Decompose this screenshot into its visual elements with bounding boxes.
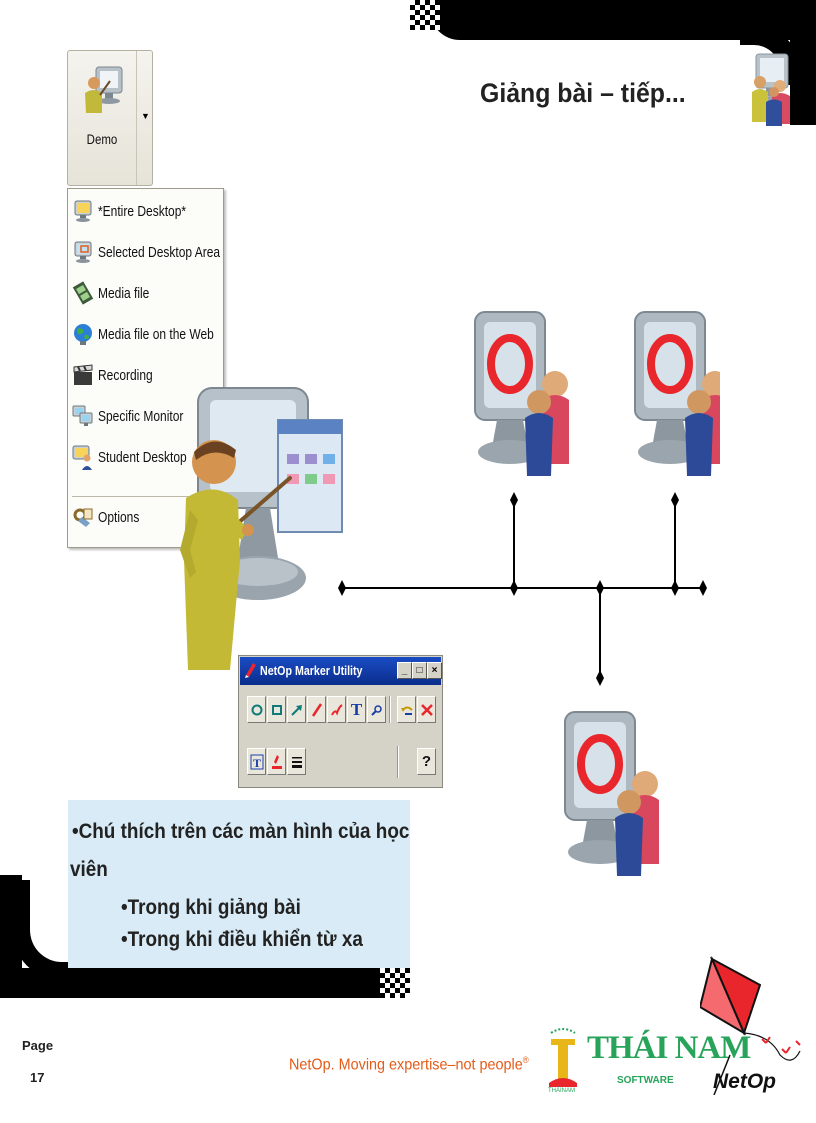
netop-kite-logo	[700, 955, 801, 1095]
undo-tool-button[interactable]	[397, 696, 416, 723]
thainam-company-sub: SOFTWARE	[617, 1075, 674, 1086]
menu-item-label: Options	[98, 508, 140, 526]
marker-utility-title: NetOp Marker Utility	[260, 663, 363, 678]
arrow-tool-button[interactable]	[287, 696, 306, 723]
top-checker-decor	[410, 0, 440, 30]
text-style-button[interactable]: T	[247, 748, 266, 775]
help-button[interactable]: ?	[417, 748, 436, 775]
menu-item-label: Student Desktop	[98, 448, 187, 466]
minimize-button[interactable]: _	[397, 662, 412, 679]
thainam-mini-label: THÁINAM	[548, 1088, 575, 1094]
monitors-icon	[70, 402, 96, 430]
menu-item-label: *Entire Desktop*	[98, 202, 187, 220]
close-button[interactable]: ×	[427, 662, 442, 679]
classroom-network-diagram	[338, 300, 720, 900]
undo-icon	[400, 706, 413, 715]
demo-button-split	[136, 51, 137, 185]
caption-bullet-2: •Trong khi điều khiển từ xa	[121, 928, 363, 951]
slide-title: Giảng bài – tiếp...	[480, 78, 686, 108]
menu-item-label: Specific Monitor	[98, 407, 184, 425]
netop-brand-logo: NetOp	[713, 1070, 776, 1093]
caption-bullet-1: •Trong khi giảng bài	[121, 896, 301, 919]
toolbar-separator	[397, 746, 399, 778]
line-tool-button[interactable]	[307, 696, 326, 723]
film-icon	[70, 279, 96, 307]
line-width-button[interactable]	[287, 748, 306, 775]
toolbar-separator	[389, 696, 391, 723]
menu-item-label: Recording	[98, 366, 153, 384]
clapperboard-icon	[70, 361, 96, 389]
demo-presenter-icon	[85, 66, 123, 113]
menu-separator	[72, 496, 219, 497]
rectangle-icon	[271, 704, 282, 715]
page-label: Page	[22, 1038, 54, 1053]
options-icon	[70, 503, 96, 531]
pen-color-icon	[271, 754, 282, 769]
zoom-tool-button[interactable]	[367, 696, 386, 723]
menu-item-specific-monitor[interactable]: Specific Monitor	[70, 398, 220, 434]
demo-button[interactable]: Demo ▼	[67, 50, 153, 186]
slogan-text: NetOp. Moving expertise–not people	[289, 1056, 523, 1074]
arrow-icon	[290, 704, 302, 716]
menu-item-label: Media file on the Web	[98, 325, 214, 343]
caption-line-1: •Chú thích trên các màn hình của học	[72, 820, 410, 843]
caption-line-2: viên	[70, 858, 108, 881]
globe-icon	[70, 320, 96, 348]
presenter-icon	[752, 53, 790, 126]
rectangle-tool-button[interactable]	[267, 696, 286, 723]
svg-text:T: T	[253, 756, 261, 770]
teacher-presenting-illustration	[180, 387, 343, 670]
magnifier-icon	[370, 704, 382, 716]
menu-item-label: Media file	[98, 284, 150, 302]
menu-item-student-desktop[interactable]: Student Desktop	[70, 439, 220, 475]
text-tool-button[interactable]: T	[347, 696, 366, 723]
footer-slogan: NetOp. Moving expertise–not people®	[289, 1055, 529, 1074]
line-width-icon	[291, 756, 302, 768]
menu-item-selected-desktop-area[interactable]: Selected Desktop Area	[70, 234, 220, 270]
student-pc-2	[635, 312, 720, 476]
student-pc-1	[475, 312, 569, 476]
monitor-icon	[70, 197, 96, 225]
pen-color-button[interactable]	[267, 748, 286, 775]
marker-utility-titlebar[interactable]: NetOp Marker Utility _ □ ×	[240, 657, 442, 685]
thainam-logo-icon	[549, 1028, 577, 1087]
freehand-pen-icon	[330, 703, 343, 716]
help-label: ?	[421, 753, 432, 770]
page-number: 17	[30, 1070, 45, 1085]
marker-pen-icon	[245, 663, 256, 678]
chevron-down-icon[interactable]: ▼	[141, 111, 150, 121]
text-frame-icon: T	[250, 754, 263, 770]
thainam-company-name: THÁI NAM	[587, 1030, 751, 1066]
monitor-area-icon	[70, 238, 96, 266]
text-tool-glyph: T	[350, 699, 363, 719]
menu-item-media-file-web[interactable]: Media file on the Web	[70, 316, 220, 352]
student-monitor-icon	[70, 443, 96, 471]
bottom-decor-band	[0, 968, 400, 998]
circle-icon	[251, 704, 262, 715]
menu-item-entire-desktop[interactable]: *Entire Desktop*	[70, 193, 220, 229]
registered-mark: ®	[522, 1055, 529, 1065]
circle-tool-button[interactable]	[247, 696, 266, 723]
marker-utility-window: NetOp Marker Utility _ □ × T T ?	[238, 655, 443, 788]
menu-item-label: Selected Desktop Area	[98, 243, 221, 261]
bottom-checker-decor	[380, 968, 410, 998]
demo-button-label: Demo	[86, 131, 118, 147]
freehand-tool-button[interactable]	[327, 696, 346, 723]
maximize-button[interactable]: □	[412, 662, 427, 679]
menu-item-media-file[interactable]: Media file	[70, 275, 220, 311]
student-pc-3	[565, 712, 659, 876]
menu-item-recording[interactable]: Recording	[70, 357, 220, 393]
caption-box: •Chú thích trên các màn hình của học viê…	[68, 800, 410, 968]
menu-item-options[interactable]: Options	[70, 499, 220, 535]
clear-tool-button[interactable]	[417, 696, 436, 723]
clear-cross-icon	[420, 703, 433, 716]
line-icon	[311, 702, 322, 717]
